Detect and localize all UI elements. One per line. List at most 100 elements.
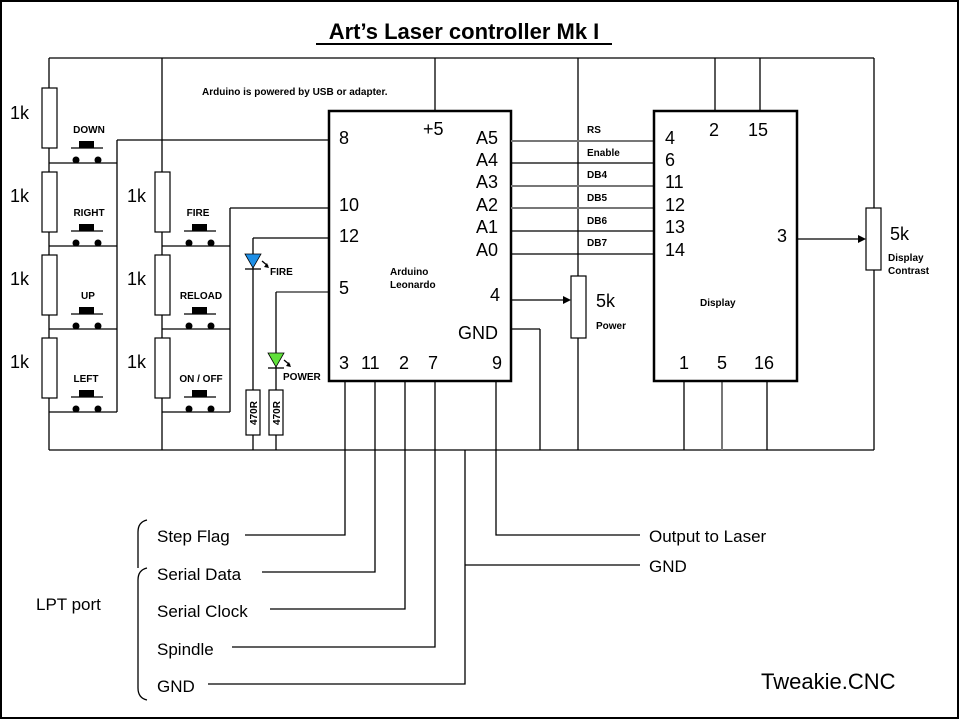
display-pin: 14 (665, 240, 685, 260)
mid-button-wiring (162, 207, 330, 413)
button-right[interactable] (71, 224, 103, 247)
arduino-pin: 3 (339, 353, 349, 373)
lpt-line-label: Step Flag (157, 527, 230, 546)
data-bus (511, 140, 654, 255)
arduino-pin: GND (458, 323, 498, 343)
button-left[interactable] (71, 390, 103, 413)
pot-value: 5k (890, 224, 910, 244)
resistor-label: 1k (127, 352, 147, 372)
arduino-pin: 4 (490, 285, 500, 305)
resistor-6 (154, 254, 171, 316)
resistor-label: 1k (127, 186, 147, 206)
led-label-power: POWER (283, 372, 322, 383)
display-pin: 5 (717, 353, 727, 373)
resistor-label: 470R (249, 400, 260, 425)
resistor-2 (41, 171, 58, 233)
lpt-line-label: Serial Clock (157, 602, 248, 621)
pot-label: Power (596, 321, 626, 332)
display-name: Display (700, 298, 736, 309)
button-fire[interactable] (184, 224, 216, 247)
display-pin: 16 (754, 353, 774, 373)
arduino-pin: A1 (476, 217, 498, 237)
arduino-pin: +5 (423, 119, 444, 139)
button-label: LEFT (74, 374, 99, 385)
pot-value: 5k (596, 291, 616, 311)
lpt-line-label: Spindle (157, 640, 214, 659)
signal-label: DB4 (587, 170, 607, 181)
display-pin: 11 (665, 172, 684, 192)
arduino-pin: 10 (339, 195, 359, 215)
display-pin: 2 (709, 120, 719, 140)
signal-label: Enable (587, 148, 620, 159)
arduino-pin: 12 (339, 226, 359, 246)
arduino-pin: 8 (339, 128, 349, 148)
arduino-pin: 5 (339, 278, 349, 298)
resistor-7 (154, 337, 171, 399)
display-pin: 1 (679, 353, 689, 373)
lpt-wiring (208, 381, 640, 685)
button-down[interactable] (71, 141, 103, 164)
button-label: RIGHT (73, 208, 104, 219)
resistor-label: 1k (10, 269, 30, 289)
lpt-line-label: Serial Data (157, 565, 242, 584)
arduino-pin: A5 (476, 128, 498, 148)
arduino-pin: A3 (476, 172, 498, 192)
output-label: Output to Laser (649, 527, 767, 546)
arduino-pin: A2 (476, 195, 498, 215)
button-label: RELOAD (180, 291, 222, 302)
resistor-4 (41, 337, 58, 399)
power-note: Arduino is powered by USB or adapter. (202, 87, 388, 98)
arduino-name: Leonardo (390, 280, 436, 291)
arduino-leonardo (327, 109, 513, 383)
fire-led-icon (244, 253, 262, 269)
top-rail (48, 57, 875, 276)
brand-label: Tweakie.CNC (761, 669, 896, 694)
signal-label: RS (587, 125, 601, 136)
contrast-pot (797, 207, 882, 271)
button-label: ON / OFF (179, 374, 222, 385)
signal-label: DB6 (587, 216, 607, 227)
resistor-3 (41, 254, 58, 316)
led-power-circuit (267, 291, 330, 450)
resistor-label: 1k (10, 352, 30, 372)
arduino-pin: 7 (428, 353, 438, 373)
button-on-off[interactable] (184, 390, 216, 413)
pot-label: Contrast (888, 266, 930, 277)
arduino-pin: 11 (361, 353, 380, 373)
display-pin: 3 (777, 226, 787, 246)
left-button-wiring (49, 139, 330, 413)
lpt-brace-top (137, 519, 148, 568)
button-label: DOWN (73, 125, 105, 136)
arduino-pin: A4 (476, 150, 498, 170)
power-pot (511, 275, 587, 339)
led-label-fire: FIRE (270, 267, 293, 278)
lcd-display (652, 109, 799, 383)
arduino-pin: A0 (476, 240, 498, 260)
display-pin: 13 (665, 217, 685, 237)
power-led-icon (267, 352, 285, 368)
lpt-brace (137, 567, 148, 701)
resistor-label: 1k (10, 186, 30, 206)
resistor-label: 470R (272, 400, 283, 425)
pot-label: Display (888, 253, 924, 264)
diagram-title: Art’s Laser controller Mk I (329, 19, 600, 44)
button-up[interactable] (71, 307, 103, 330)
led-fire-circuit (244, 237, 330, 450)
arduino-pin: 9 (492, 353, 502, 373)
display-pin: 6 (665, 150, 675, 170)
button-reload[interactable] (184, 307, 216, 330)
display-pin: 12 (665, 195, 685, 215)
button-label: UP (81, 291, 95, 302)
signal-label: DB5 (587, 193, 607, 204)
display-pin: 15 (748, 120, 768, 140)
signal-label: DB7 (587, 238, 607, 249)
button-label: FIRE (187, 208, 210, 219)
resistor-5 (154, 171, 171, 233)
display-pin: 4 (665, 128, 675, 148)
lpt-port-label: LPT port (36, 595, 101, 614)
bottom-rail (48, 270, 875, 451)
left-resistor-ladder (41, 87, 58, 399)
mid-resistor-ladder (154, 171, 171, 399)
